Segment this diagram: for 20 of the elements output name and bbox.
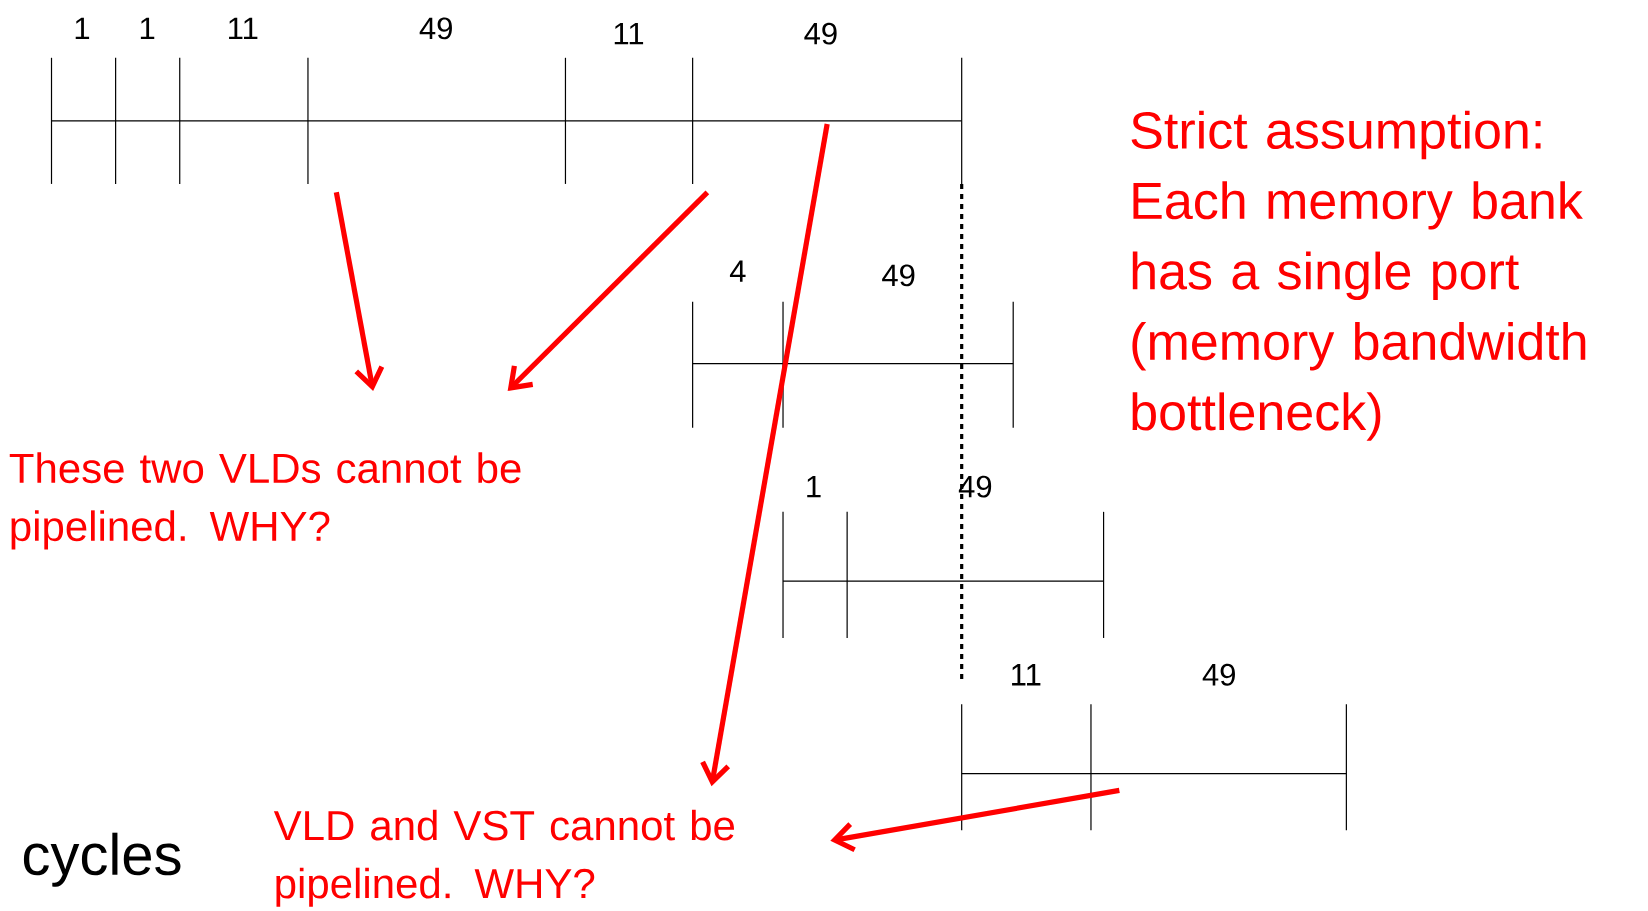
- duration-label: 1: [140, 17, 155, 39]
- duration-label: 49: [1202, 663, 1235, 686]
- axis-label: cycles: [23, 832, 181, 887]
- arrow: [700, 123, 830, 787]
- note-text: Strict assumption: Each memory bank has a single port (memory bandwidth bottleneck): [1131, 110, 1586, 441]
- duration-label: 49: [958, 475, 992, 498]
- duration-label: 11: [229, 17, 258, 39]
- duration-label: 4: [729, 260, 746, 282]
- duration-label: 49: [419, 17, 452, 40]
- note-text: These two VLDs cannot be pipelined. WHY?: [9, 452, 521, 550]
- duration-label: 11: [614, 22, 644, 45]
- duration-label: 1: [807, 475, 821, 498]
- note-text: VLD and VST cannot be pipelined. WHY?: [273, 809, 735, 907]
- duration-label: 1: [75, 17, 90, 39]
- arrow: [830, 787, 1120, 852]
- duration-label: 49: [804, 22, 837, 45]
- duration-label: 11: [1012, 663, 1041, 686]
- arrow: [507, 190, 710, 391]
- duration-label: 49: [882, 264, 915, 287]
- arrow: [333, 191, 385, 391]
